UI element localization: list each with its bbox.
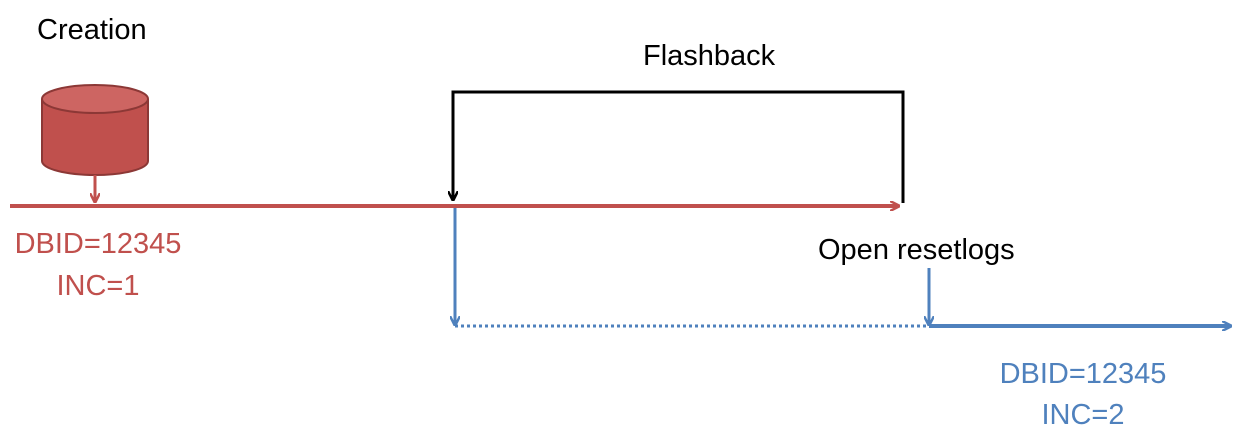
incarnation2-inc-label: INC=2 [1041, 399, 1125, 431]
incarnation2-dbid-label: DBID=12345 [999, 358, 1167, 390]
flashback-bracket [453, 90, 905, 203]
open-resetlogs-label: Open resetlogs [818, 234, 1015, 266]
flashback-label: Flashback [643, 40, 776, 72]
incarnation1-inc-label: INC=1 [56, 270, 140, 302]
database-cylinder-icon [41, 84, 149, 176]
incarnation1-dbid-label: DBID=12345 [14, 228, 182, 260]
creation-label: Creation [37, 14, 147, 46]
